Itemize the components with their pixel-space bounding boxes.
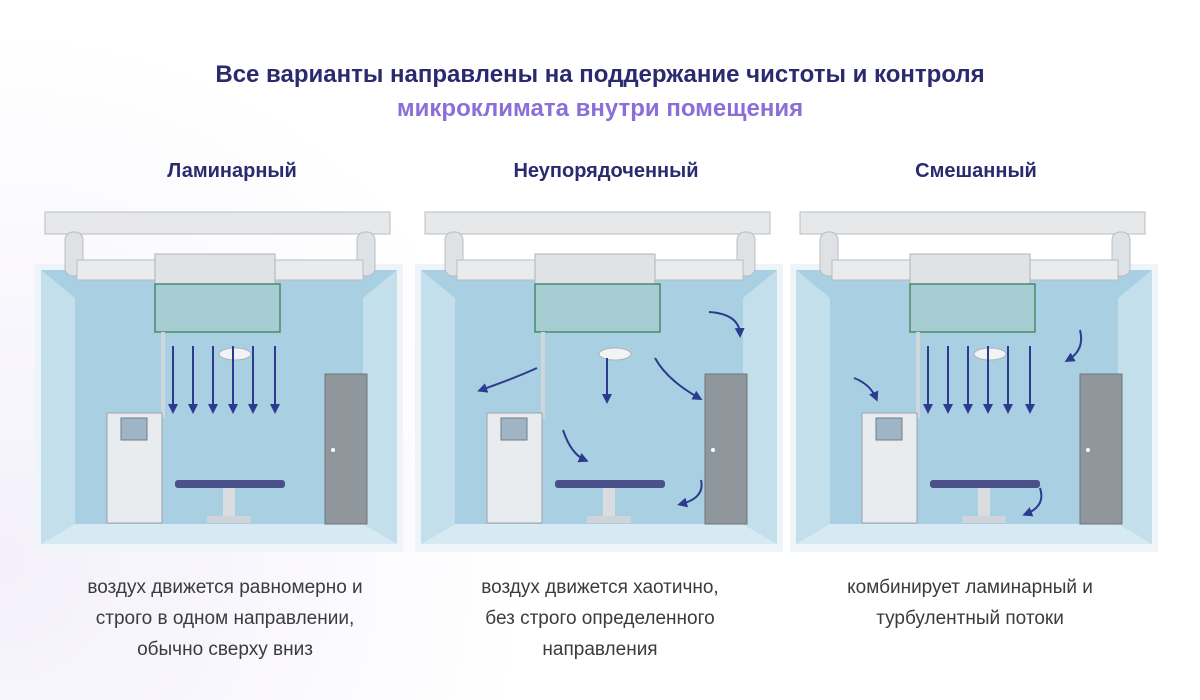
monitor-screen [875, 417, 903, 441]
ceiling-duct [799, 211, 1146, 235]
airflow-arrow [677, 479, 703, 508]
headline: Все варианты направлены на поддержание ч… [0, 58, 1200, 126]
airflow-arrow [708, 311, 745, 338]
filter-unit [534, 253, 656, 285]
description-line: турбулентный потоки [876, 608, 1064, 629]
table-column [978, 488, 990, 518]
airflow-arrow [1022, 487, 1043, 517]
door-handle [331, 448, 335, 452]
operating-table [930, 480, 1040, 488]
filter-unit [909, 253, 1031, 285]
clean-zone-frame [909, 283, 1036, 333]
panel-title-mixed: Смешанный [915, 160, 1037, 182]
description-line: направления [542, 639, 658, 660]
surgical-lamp [598, 347, 632, 361]
monitor-screen [500, 417, 528, 441]
left-wall [41, 270, 75, 544]
panel-description-mixed: комбинирует ламинарный и турбулентный по… [780, 572, 1160, 634]
airflow-arrow [562, 429, 589, 463]
room-illustration-turbulent [415, 211, 783, 552]
table-base [587, 516, 631, 523]
left-wall [796, 270, 830, 544]
description-line: строго в одном направлении, [95, 608, 355, 629]
floor [41, 524, 397, 544]
panel-description-laminar: воздух движется равномерно и строго в од… [35, 572, 415, 665]
surgical-lamp [218, 347, 252, 361]
door-handle [1086, 448, 1090, 452]
description-line: воздух движется хаотично, [481, 577, 719, 598]
door-handle [711, 448, 715, 452]
table-column [603, 488, 615, 518]
airflow-arrow [654, 357, 703, 400]
anesthesia-machine [106, 412, 163, 524]
surgical-lamp [973, 347, 1007, 361]
floor [796, 524, 1152, 544]
panel-title-turbulent: Неупорядоченный [513, 160, 699, 182]
headline-line-2: микроклимата внутри помещения [396, 95, 804, 122]
table-base [962, 516, 1006, 523]
description-line: обычно сверху вниз [137, 639, 313, 660]
room-illustration-laminar [35, 211, 403, 552]
airflow-arrow [853, 377, 879, 402]
clean-zone-frame [534, 283, 661, 333]
airflow-arrow [1064, 329, 1083, 363]
description-line: воздух движется равномерно и [87, 577, 363, 598]
right-wall [1118, 270, 1152, 544]
room-illustration-mixed [790, 211, 1158, 552]
ceiling-duct [424, 211, 771, 235]
description-line: без строго определенного [485, 608, 715, 629]
filter-unit [154, 253, 276, 285]
headline-line-1: Все варианты направлены на поддержание ч… [215, 61, 985, 88]
right-wall [363, 270, 397, 544]
table-base [207, 516, 251, 523]
operating-table [555, 480, 665, 488]
floor [421, 524, 777, 544]
ceiling-duct [44, 211, 391, 235]
clean-zone-frame [154, 283, 281, 333]
monitor-screen [120, 417, 148, 441]
description-line: комбинирует ламинарный и [847, 577, 1093, 598]
left-wall [421, 270, 455, 544]
panel-title-laminar: Ламинарный [167, 160, 297, 182]
right-wall [743, 270, 777, 544]
table-column [223, 488, 235, 518]
panel-description-turbulent: воздух движется хаотично, без строго опр… [410, 572, 790, 665]
airflow-arrow [477, 367, 538, 393]
operating-table [175, 480, 285, 488]
